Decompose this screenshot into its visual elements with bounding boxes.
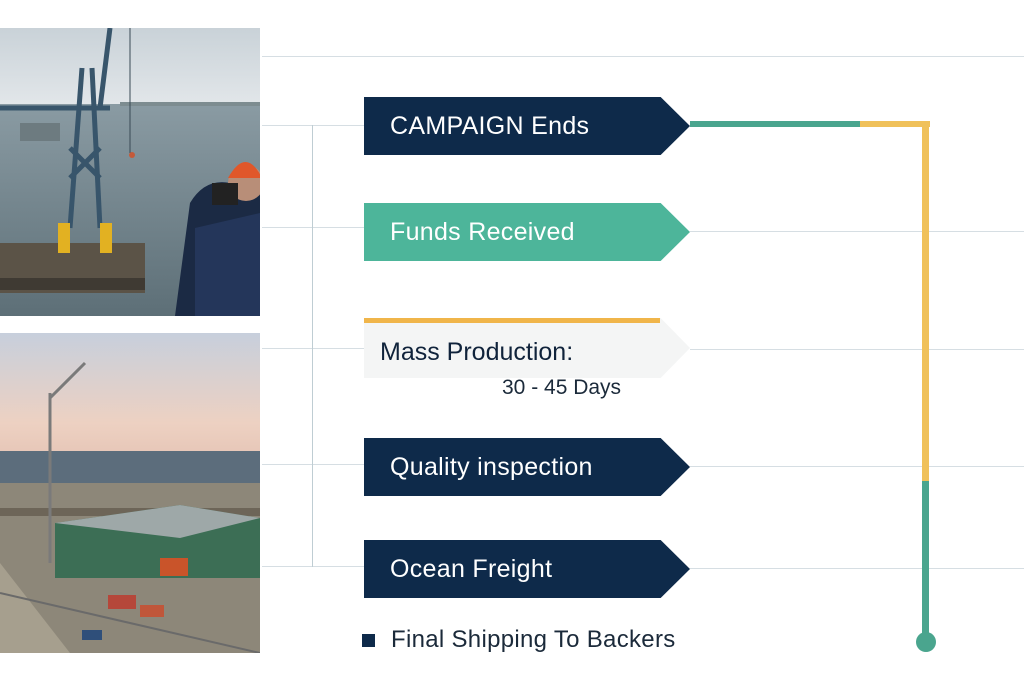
step-duration: 30 - 45 Days <box>502 376 622 399</box>
connector-line <box>262 348 364 349</box>
progress-track <box>860 121 930 127</box>
connector-line <box>262 227 364 228</box>
timeline-end-dot <box>916 632 936 652</box>
progress-track <box>922 121 929 481</box>
connector-line <box>690 349 1024 350</box>
step-label: Quality inspection <box>390 452 593 481</box>
progress-track <box>922 481 929 636</box>
square-bullet-icon <box>362 633 375 647</box>
shipyard-photo <box>0 333 260 653</box>
connector-line <box>262 56 1024 57</box>
step-label: Funds Received <box>390 217 575 246</box>
step-accent-bar <box>364 318 660 323</box>
connector-line <box>312 125 313 567</box>
step-quality-inspection: Quality inspection <box>364 438 690 496</box>
final-step-label: Final Shipping To Backers <box>391 626 676 653</box>
step-ocean-freight: Ocean Freight <box>364 540 690 598</box>
step-label: Mass Production: <box>380 338 574 366</box>
step-label: CAMPAIGN Ends <box>390 111 590 140</box>
connector-line <box>690 568 1024 569</box>
step-funds-received: Funds Received <box>364 203 690 261</box>
port-crane-photo <box>0 28 260 316</box>
connector-line <box>262 464 364 465</box>
connector-line <box>690 231 1024 232</box>
connector-line <box>690 466 1024 467</box>
step-mass-production: Mass Production: <box>364 318 690 378</box>
progress-track <box>690 121 860 127</box>
final-step: Final Shipping To Backers <box>362 626 676 654</box>
connector-line <box>262 125 364 126</box>
connector-line <box>262 566 364 567</box>
step-campaign-ends: CAMPAIGN Ends <box>364 97 690 155</box>
step-label: Ocean Freight <box>390 554 553 583</box>
